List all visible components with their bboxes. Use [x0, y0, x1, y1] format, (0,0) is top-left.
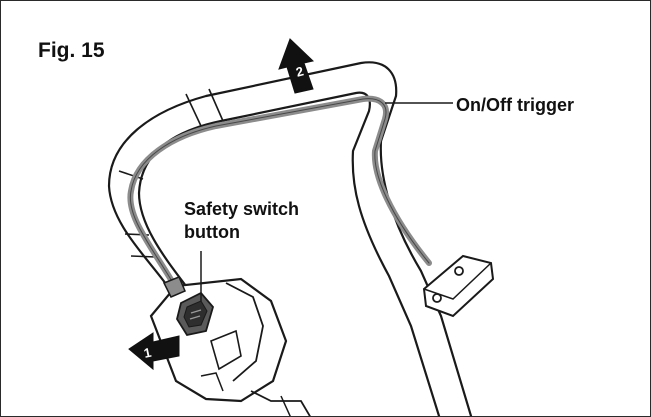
trigger-pivot	[162, 276, 186, 298]
step-2-arrow	[278, 38, 315, 94]
handle-clamp-right	[422, 254, 495, 318]
on-off-trigger-bar	[127, 95, 432, 286]
handle-segment-line	[208, 88, 224, 122]
handle-segment-line	[130, 255, 157, 258]
handle-segment-line	[118, 170, 144, 180]
step-1-arrow	[128, 332, 180, 371]
on-off-trigger-label: On/Off trigger	[456, 95, 574, 115]
safety-switch-label-line1: Safety switch	[184, 199, 300, 219]
safety-switch-label: Safety switch button	[184, 198, 299, 244]
safety-switch-label-line2: button	[184, 222, 240, 242]
figure-title: Fig. 15	[38, 39, 105, 62]
handle-inner-outline	[137, 91, 441, 416]
handle-segment-line	[185, 93, 202, 127]
on-off-trigger-bar-edge	[129, 98, 430, 284]
